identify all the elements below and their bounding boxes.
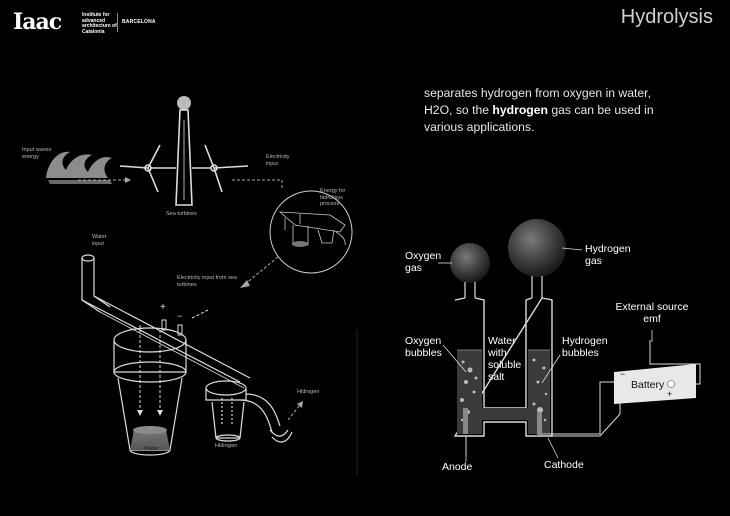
label-hydrogen-bubbles: Hydrogen bubbles <box>562 335 608 359</box>
label-anode: Anode <box>442 461 473 473</box>
label-battery-minus: − <box>620 369 626 379</box>
water-vessel <box>113 325 187 456</box>
logo-institute-text: Institute for advanced architecture of C… <box>82 12 117 35</box>
label-battery-plus: + <box>667 389 673 399</box>
label-battery: Battery <box>631 379 665 391</box>
electrolysis-apparatus <box>438 219 701 462</box>
label-energy-process: Energy for hidrolisys process <box>320 188 346 207</box>
label-cathode: Cathode <box>544 459 584 471</box>
label-oxygen-gas: Oxygen gas <box>405 250 442 274</box>
label-water-salt: Water with soluble salt <box>488 335 522 383</box>
waves-icon <box>46 151 112 184</box>
logo-city-text: BARCELONA <box>122 19 156 25</box>
description-bold: hydrogen <box>492 103 548 117</box>
label-input-waves: Input waves energy <box>22 147 52 160</box>
label-minus-terminal: − <box>177 311 183 321</box>
iaac-logo[interactable]: Iaac <box>13 9 62 35</box>
label-hydrogen-container: Hidrogen <box>215 443 238 449</box>
label-plus-terminal: + <box>160 302 166 313</box>
label-water-input: Water input <box>92 234 107 247</box>
label-electricity-turbines: Electricity input from sea turbines <box>177 275 237 288</box>
sea-turbine-icon <box>119 96 249 206</box>
label-hydrogen-out: Hidrogen <box>297 389 320 395</box>
logo-divider <box>117 13 118 32</box>
electrode-terminals <box>161 309 209 336</box>
page-title: Hydrolysis <box>620 6 713 28</box>
label-electricity-input: Electricity input <box>266 154 290 167</box>
label-water: Water <box>144 446 159 452</box>
description: separates hydrogen from oxygen in water,… <box>424 86 654 134</box>
label-external-source: External source emf <box>615 301 689 325</box>
label-hydrogen-gas: Hydrogen gas <box>585 243 631 267</box>
label-sea-turbines: Sea turbines <box>166 211 197 217</box>
hydrogen-vessel <box>205 380 293 443</box>
label-oxygen-bubbles: Oxygen bubbles <box>405 335 442 359</box>
process-detail-circle <box>269 190 353 274</box>
